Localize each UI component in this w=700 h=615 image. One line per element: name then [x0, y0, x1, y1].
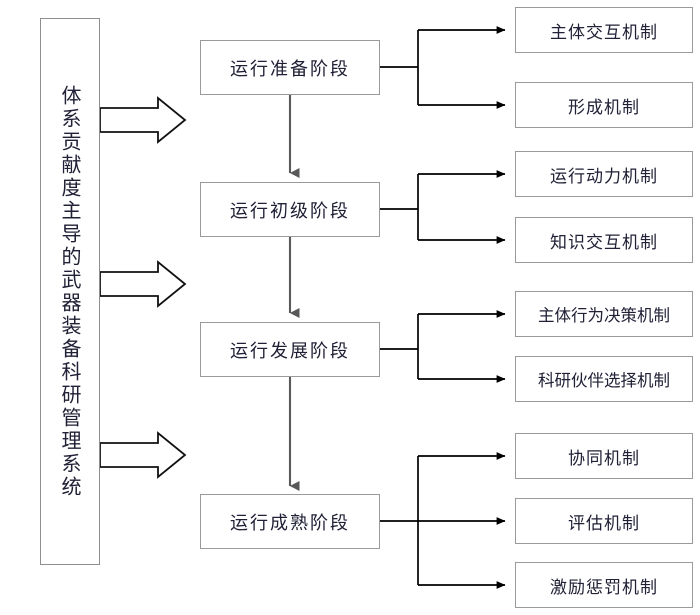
mechanism-label-6: 科研伙伴选择机制: [538, 371, 670, 390]
stage-label-3: 运行发展阶段: [230, 340, 350, 362]
mechanism-box-9[interactable]: 激励惩罚机制: [515, 562, 693, 608]
stage-label-1: 运行准备阶段: [230, 58, 350, 80]
fork-stage-3: [380, 310, 506, 383]
block-arrows: [99, 96, 187, 479]
block-arrow-3: [99, 431, 187, 479]
mechanism-label-4: 知识交互机制: [550, 232, 658, 253]
mechanism-box-6[interactable]: 科研伙伴选择机制: [515, 356, 693, 402]
stage-label-2: 运行初级阶段: [230, 200, 350, 222]
block-arrow-1: [99, 96, 187, 144]
stage-label-4: 运行成熟阶段: [230, 512, 350, 534]
mechanism-box-7[interactable]: 协同机制: [515, 433, 693, 479]
mechanism-label-9: 激励惩罚机制: [550, 577, 658, 598]
mechanism-box-1[interactable]: 主体交互机制: [515, 7, 693, 53]
mechanism-label-5: 主体行为决策机制: [538, 306, 670, 325]
mechanism-box-2[interactable]: 形成机制: [515, 82, 693, 128]
system-title-panel: 体系贡献度主导的武器装备科研管理系统: [40, 18, 100, 565]
mechanism-box-8[interactable]: 评估机制: [515, 498, 693, 544]
fork-stage-4: [380, 452, 506, 589]
mechanism-box-5[interactable]: 主体行为决策机制: [515, 291, 693, 337]
stage-box-3[interactable]: 运行发展阶段: [200, 322, 380, 377]
mechanism-label-7: 协同机制: [568, 448, 640, 469]
mechanism-box-3[interactable]: 运行动力机制: [515, 151, 693, 197]
stage-box-4[interactable]: 运行成熟阶段: [200, 494, 380, 549]
mechanism-box-4[interactable]: 知识交互机制: [515, 217, 693, 263]
mechanism-label-2: 形成机制: [568, 97, 640, 118]
mechanism-label-1: 主体交互机制: [550, 22, 658, 43]
fork-stage-1: [380, 26, 506, 109]
block-arrow-2: [99, 260, 187, 308]
mechanism-label-3: 运行动力机制: [550, 166, 658, 187]
page-title: 体系贡献度主导的武器装备科研管理系统: [58, 84, 82, 499]
mechanism-label-8: 评估机制: [568, 513, 640, 534]
stage-box-2[interactable]: 运行初级阶段: [200, 182, 380, 237]
fork-stage-2: [380, 170, 506, 244]
stage-box-1[interactable]: 运行准备阶段: [200, 40, 380, 95]
